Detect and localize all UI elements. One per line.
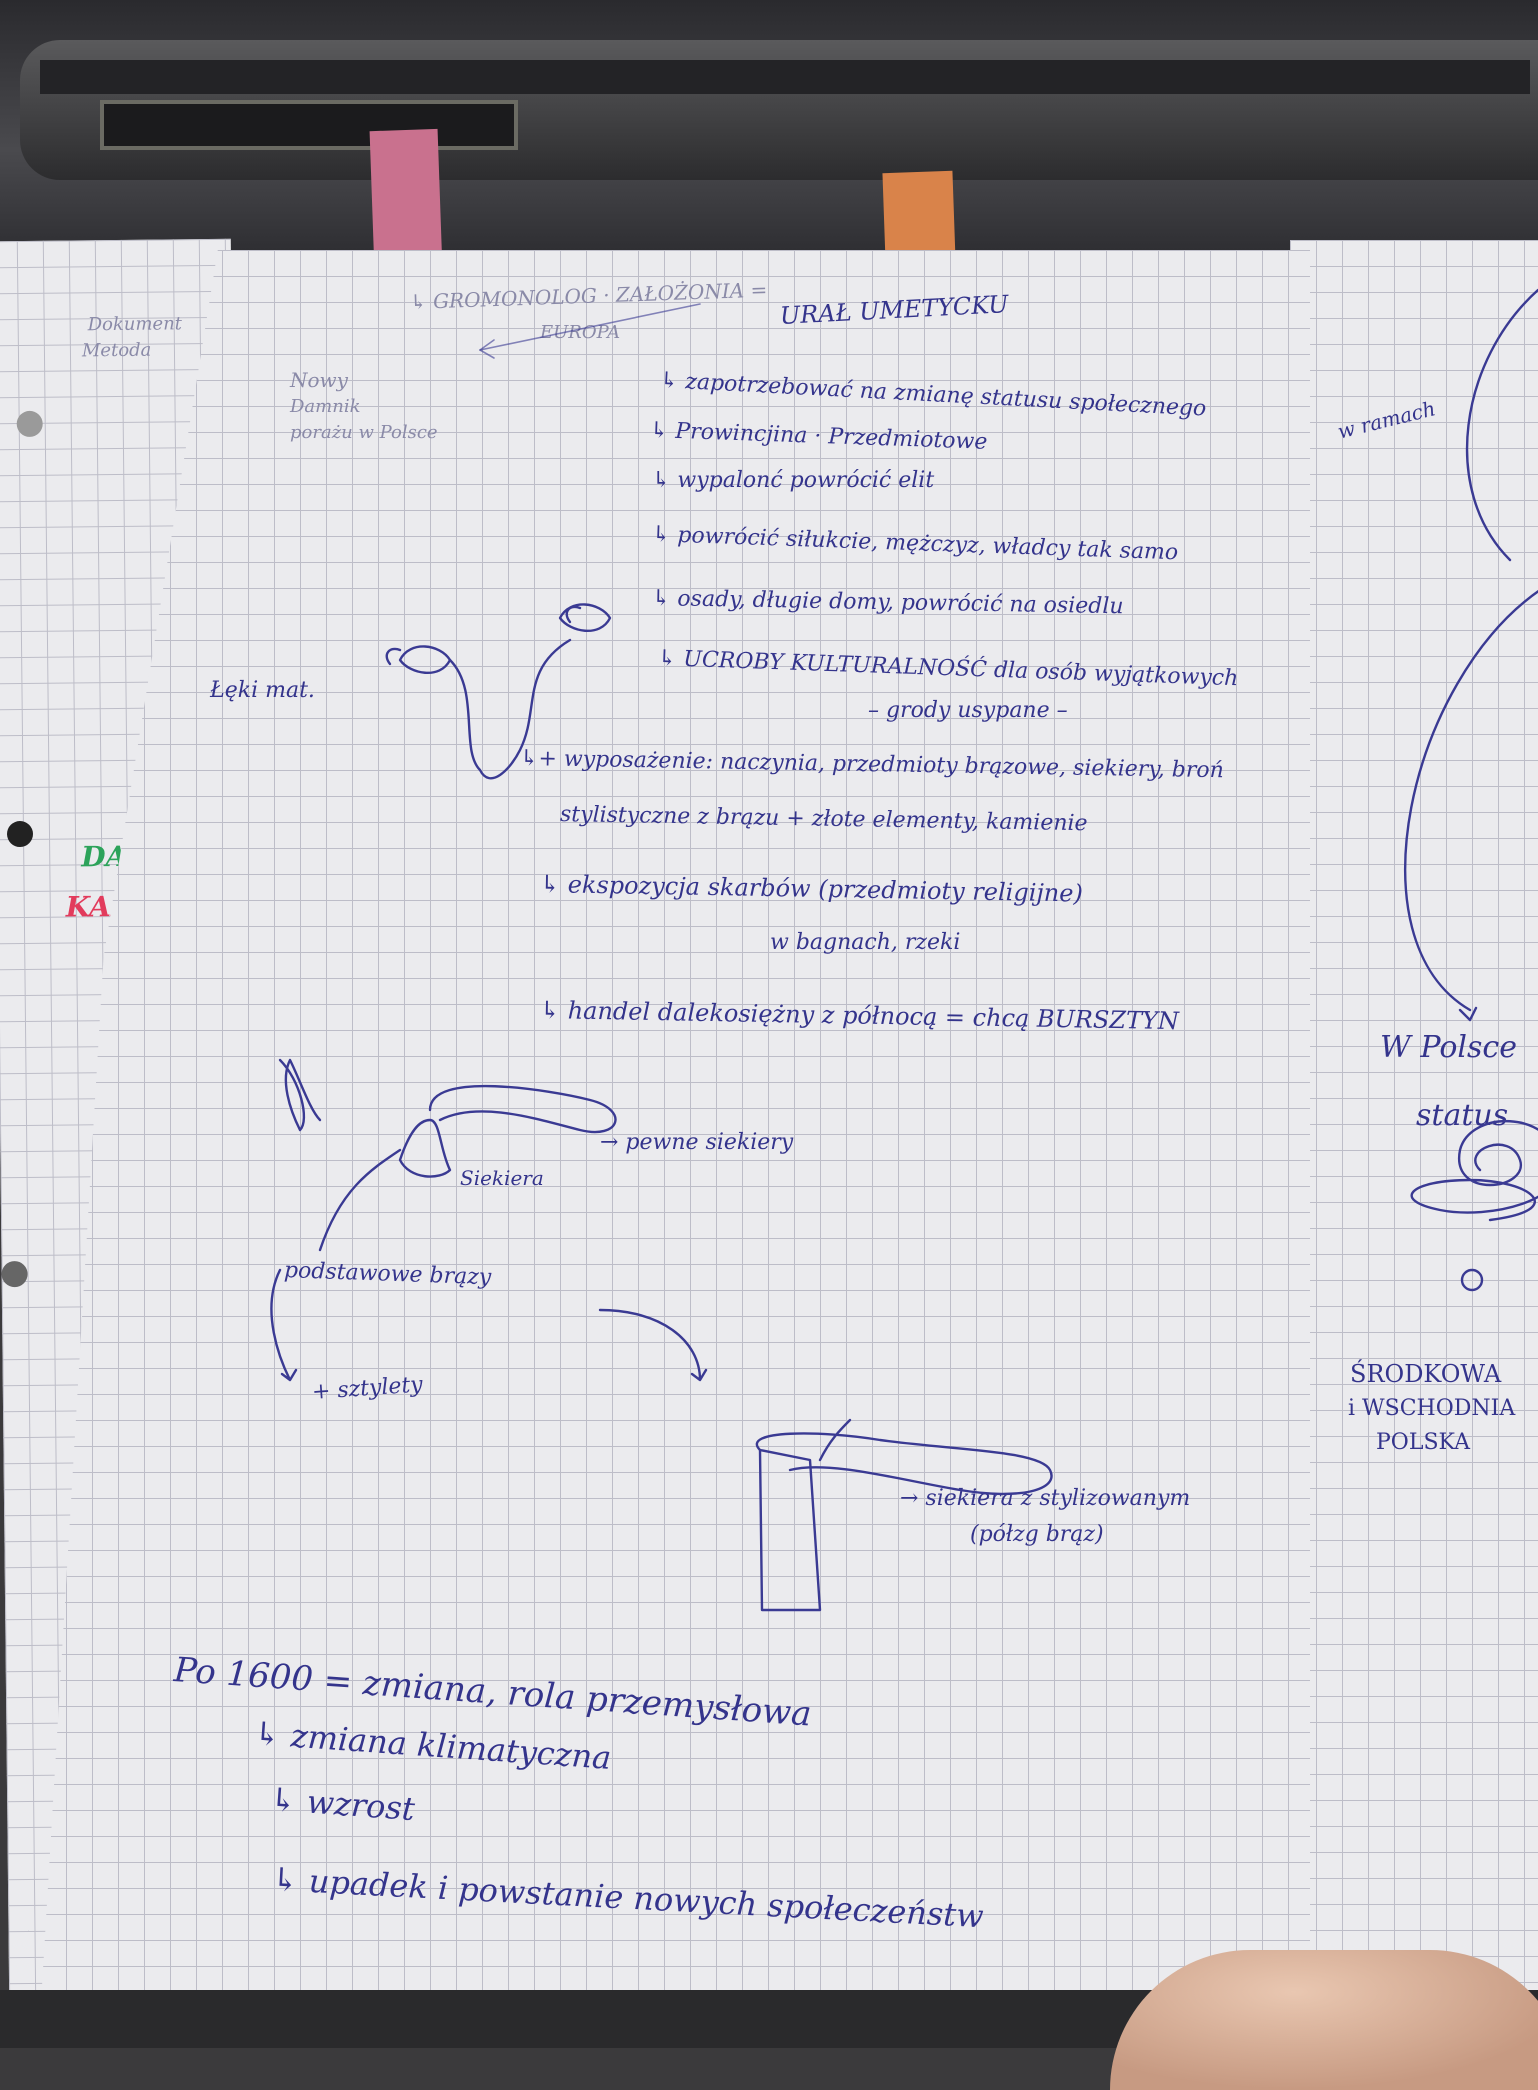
bullet-tail: – grody usypane –	[868, 698, 1068, 723]
label-axe2-b: (półzg brąz)	[970, 1522, 1104, 1547]
left-header-2: Metoda	[81, 339, 152, 362]
right-note-wschodnia: i WSCHODNIA	[1348, 1396, 1516, 1421]
ornament-right	[558, 603, 612, 633]
axe-handle-drawing	[428, 1084, 617, 1134]
right-small-circle	[1460, 1268, 1484, 1292]
punch-hole	[1, 1260, 28, 1288]
left-label: Łęki mat.	[210, 678, 315, 703]
punch-hole	[16, 410, 43, 438]
thumb	[1110, 1950, 1538, 2090]
left-header-1: Dokument	[87, 313, 183, 336]
side-note-2: Damnik	[290, 396, 361, 417]
title-left-sub: EUROPA	[540, 322, 621, 343]
right-curve-top	[1465, 288, 1538, 562]
label-handle: → pewne siekiery	[600, 1130, 794, 1155]
main-notebook-page: ↳ GROMONOLOG · ZAŁOŻONIA = EUROPA URAŁ U…	[40, 250, 1310, 2020]
ornament-left	[385, 645, 452, 675]
side-note-1: Nowy	[290, 368, 348, 392]
binder-ribbon	[40, 60, 1530, 94]
axe2-body-drawing	[758, 1448, 822, 1612]
necklace-drawing	[448, 638, 572, 780]
bronze-arrow	[270, 1268, 298, 1382]
label-axe: Siekiera	[460, 1166, 544, 1190]
connector-arrowhead	[479, 339, 495, 359]
deposit-sub: w bagnach, rzeki	[770, 930, 961, 955]
punch-hole	[6, 820, 34, 848]
right-note-status: status	[1416, 1098, 1509, 1133]
pink-tab	[369, 128, 443, 272]
right-spiral-drawing	[1410, 1120, 1538, 1222]
connector-arrow	[479, 303, 701, 351]
right-note-polska: POLSKA	[1376, 1430, 1470, 1455]
axe2-handle-drawing	[756, 1432, 1053, 1496]
label-axe2-a: → siekiera z stylizowanym	[900, 1486, 1191, 1511]
right-note-srodkowa: ŚRODKOWA	[1350, 1360, 1502, 1388]
bullet-3: ↳ wypalonć powrócić elit	[652, 468, 935, 493]
binder	[0, 0, 1538, 250]
right-arrow	[1458, 1006, 1478, 1022]
transition-arrow	[598, 1308, 708, 1382]
axe2-strap	[818, 1418, 852, 1462]
right-page: w ramach W Polsce status ŚRODKOWA i WSCH…	[1290, 240, 1538, 2010]
right-curve-mid	[1403, 589, 1538, 1012]
axe-head-drawing	[398, 1118, 452, 1178]
side-note-3: porażu w Polsce	[290, 422, 438, 443]
axe-pointer	[318, 1148, 402, 1252]
right-page-drawings	[1403, 288, 1538, 1292]
main-page-drawings	[270, 303, 1053, 1612]
orange-tab	[882, 170, 956, 264]
right-note-polsce: W Polsce	[1380, 1030, 1517, 1065]
sketch-scribble	[278, 1058, 322, 1132]
binder-clip	[100, 100, 518, 150]
